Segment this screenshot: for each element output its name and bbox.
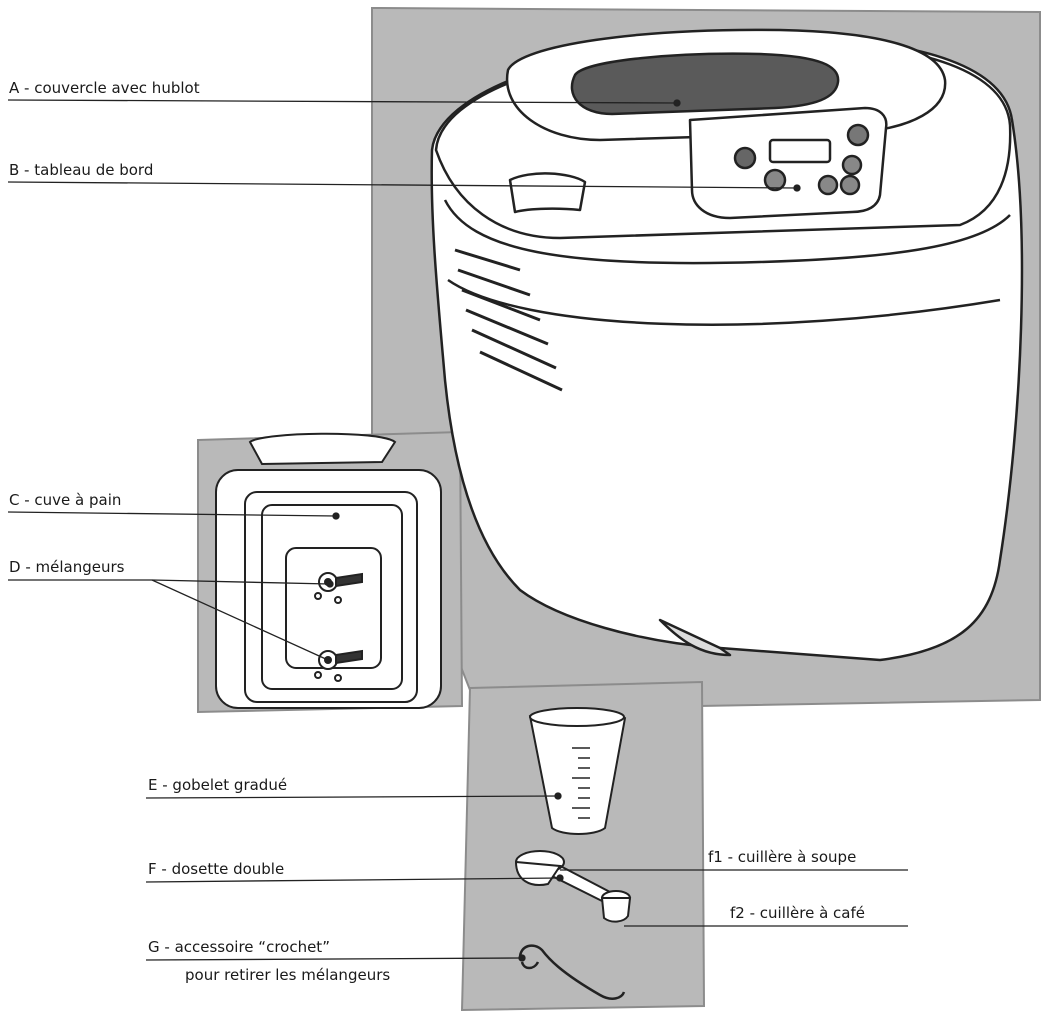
cup-rim — [529, 707, 625, 727]
leader-f — [145, 877, 561, 883]
power-button — [846, 123, 870, 147]
measuring-cup — [528, 707, 627, 835]
lid-edge — [443, 199, 1011, 265]
label-g-line1: G - accessoire “crochet” — [148, 938, 330, 956]
leader-lines — [7, 99, 908, 962]
pan-lid — [248, 432, 397, 466]
label-c: C - cuve à pain — [9, 491, 122, 509]
window-glass — [570, 52, 840, 116]
label-b: B - tableau de bord — [9, 161, 154, 179]
double-scoop — [514, 850, 632, 923]
menu-button — [733, 146, 757, 170]
label-f2: f2 - cuillère à café — [730, 904, 865, 922]
label-f: F - dosette double — [148, 860, 285, 878]
label-a: A - couvercle avec hublot — [9, 79, 200, 97]
cup-graduations — [572, 747, 590, 819]
crust-button — [763, 168, 787, 192]
leader-g — [145, 957, 523, 961]
foot-right — [658, 618, 732, 657]
machine — [430, 28, 1024, 662]
leader-d-upper — [151, 579, 331, 585]
leader-c — [7, 511, 337, 517]
plus-button — [839, 174, 861, 196]
side-vents — [454, 248, 563, 392]
label-g-line2: pour retirer les mélangeurs — [185, 966, 391, 984]
label-d: D - mélangeurs — [9, 558, 125, 576]
start-button — [841, 154, 863, 176]
leader-a — [7, 99, 678, 104]
accessories-panel — [460, 680, 706, 1012]
label-f1: f1 - cuillère à soupe — [708, 848, 857, 866]
hook-accessory — [518, 944, 626, 1000]
leader-b — [7, 181, 798, 189]
handle — [508, 172, 587, 214]
pan-bottom — [285, 547, 382, 669]
lcd-screen — [768, 138, 832, 164]
bread-pan — [215, 432, 442, 709]
minus-button — [817, 174, 839, 196]
scoop-large-cup — [514, 860, 562, 886]
label-e: E - gobelet gradué — [148, 776, 288, 794]
leader-d-lower — [151, 579, 329, 661]
leader-e — [145, 795, 559, 799]
scoop-small-cup — [600, 897, 632, 923]
